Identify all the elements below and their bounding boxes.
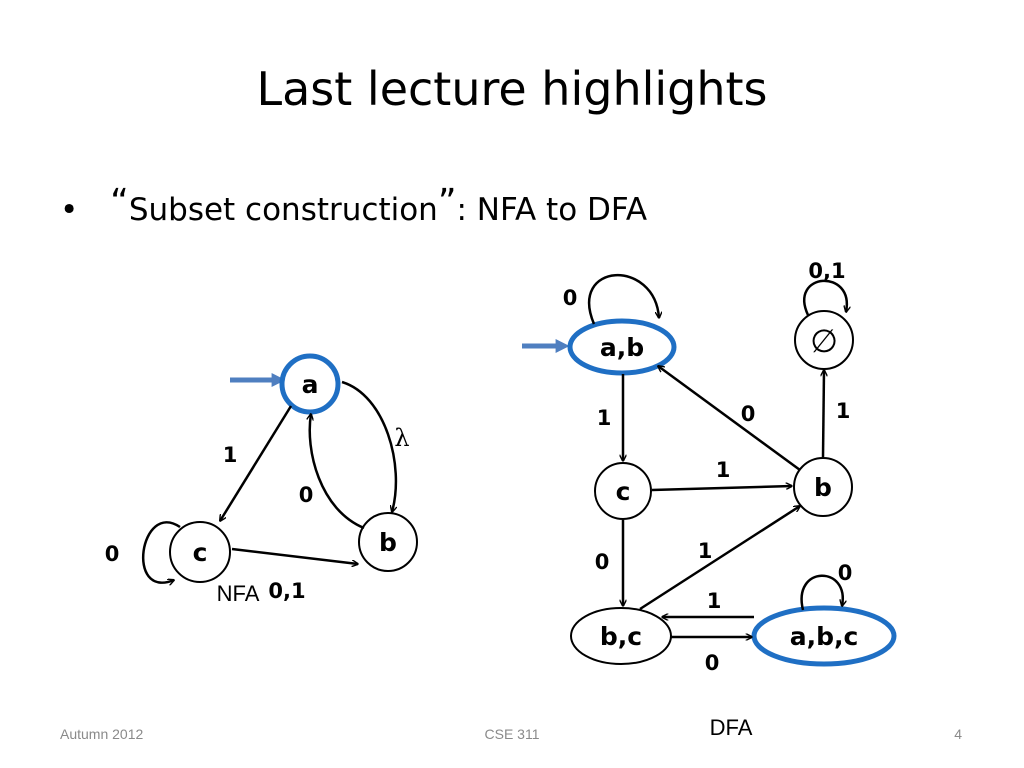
footer-date: Autumn 2012 [60, 726, 144, 742]
dfa-state-empty-label: ∅ [810, 322, 838, 360]
dfa-edge-c-b-label: 1 [716, 458, 731, 482]
dfa-edge-abc-bc-label: 1 [707, 589, 722, 613]
nfa-state-b [358, 512, 418, 572]
dfa-state-b [793, 457, 853, 517]
nfa-state-b-label: b [379, 528, 397, 557]
nfa-state-c-label: c [193, 538, 208, 567]
footer-course: CSE 311 [484, 726, 540, 742]
nfa-state-a [279, 353, 341, 415]
dfa-loop-empty [803, 279, 847, 316]
bullet-marker: • [60, 192, 79, 228]
nfa-loop-c [142, 521, 181, 582]
dfa-edge-b-empty [823, 370, 824, 458]
nfa-edge-a-c-label: 1 [223, 443, 238, 467]
nfa-loop-c-label: 0 [105, 542, 120, 566]
close-quote: ” [437, 182, 457, 223]
nfa-edge-a-b-label: λ [394, 424, 409, 452]
nfa-edge-b-a [310, 414, 365, 530]
dfa-edge-bc-abc-label: 0 [705, 651, 720, 675]
nfa-diagram: a c b 1 0 λ 0 0,1 NFA [105, 353, 418, 606]
dfa-caption: DFA [710, 715, 753, 740]
nfa-state-c [169, 521, 231, 583]
dfa-edge-b-ab-label: 0 [741, 402, 756, 426]
nfa-state-a-label: a [302, 370, 319, 399]
dfa-state-empty [794, 310, 854, 370]
footer-page-number: 4 [954, 726, 962, 742]
nfa-edge-a-b [341, 380, 398, 512]
dfa-state-abc-label: a,b,c [790, 622, 859, 651]
dfa-state-abc [751, 605, 897, 667]
dfa-edge-c-b [651, 486, 792, 492]
dfa-state-c-label: c [616, 477, 631, 506]
dfa-edge-b-ab [658, 366, 801, 472]
dfa-loop-empty-label: 0,1 [808, 259, 845, 283]
dfa-edge-ab-c-label: 1 [597, 406, 612, 430]
dfa-state-b-label: b [814, 473, 832, 502]
dfa-loop-abc [800, 574, 843, 611]
slide-title: Last lecture highlights [256, 62, 768, 116]
dfa-edge-b-empty-label: 1 [836, 399, 851, 423]
bullet-item: • “Subset construction”: NFA to DFA [60, 182, 648, 229]
dfa-edge-c-bc-label: 0 [595, 550, 610, 574]
dfa-diagram: a,b ∅ c b b,c a,b,c 0 0,1 1 0 1 1 [522, 259, 897, 740]
nfa-edge-a-c [220, 405, 293, 521]
dfa-loop-ab-label: 0 [563, 286, 578, 310]
nfa-edge-b-a-label: 0 [299, 483, 314, 507]
nfa-edge-c-b [231, 547, 358, 564]
dfa-state-ab [567, 318, 677, 376]
dfa-edge-bc-b-label: 1 [698, 539, 713, 563]
open-quote: “ [110, 182, 129, 223]
dfa-loop-ab [587, 273, 659, 325]
dfa-edge-bc-b [639, 506, 800, 611]
bullet-phrase: Subset construction [128, 192, 438, 228]
bullet-rest: : NFA to DFA [456, 192, 648, 228]
dfa-state-c [594, 462, 652, 520]
dfa-loop-abc-label: 0 [838, 561, 853, 585]
nfa-caption: NFA [217, 581, 260, 606]
dfa-state-bc-label: b,c [600, 622, 642, 651]
dfa-state-ab-label: a,b [600, 333, 644, 362]
nfa-edge-c-b-label: 0,1 [268, 579, 305, 603]
